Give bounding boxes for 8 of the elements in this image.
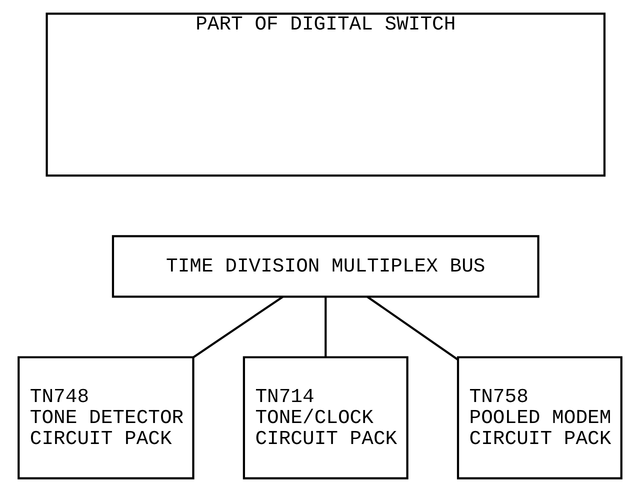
- connector: [192, 296, 284, 358]
- node-box: PART OF DIGITAL SWITCH: [46, 12, 606, 177]
- node-box: TIME DIVISION MULTIPLEX BUS: [112, 235, 540, 298]
- node-box: TN714 TONE/CLOCK CIRCUIT PACK: [242, 356, 408, 480]
- node-box: TN758 POOLED MODEM CIRCUIT PACK: [456, 356, 622, 480]
- node-box: TN748 TONE DETECTOR CIRCUIT PACK: [18, 356, 194, 480]
- connector: [324, 296, 327, 357]
- connector: [366, 296, 458, 360]
